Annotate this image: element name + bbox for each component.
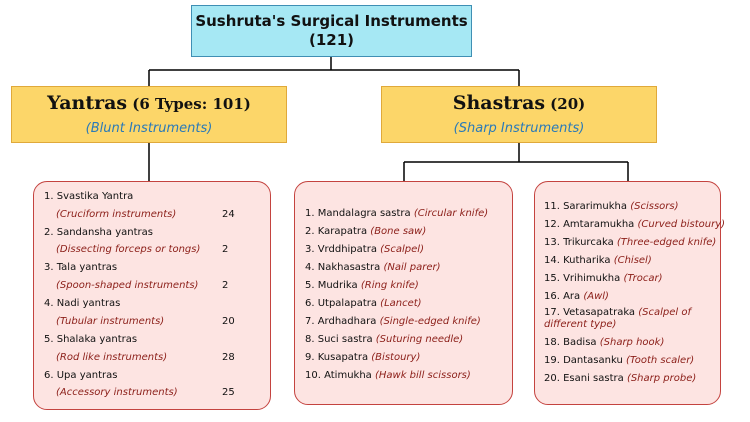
list-item: 11. Sararimukha (Scissors) [544, 201, 679, 212]
list-item-label: 13. Trikurcaka [544, 237, 614, 248]
shastras-name: Shastras [452, 92, 546, 114]
list-item: 20. Esani sastra (Sharp probe) [544, 373, 696, 384]
yantras-title: Yantras (6 Types: 101) [47, 93, 251, 115]
list-item-desc: (Curved bistoury) [637, 219, 726, 230]
yantras-suffix: (6 Types: 101) [132, 95, 251, 113]
list-item-desc: (Ring knife) [360, 280, 419, 291]
list-item-count: 25 [222, 387, 235, 398]
list-item-label: 16. Ara [544, 291, 581, 302]
list-item-desc: (Scalpel of different type) [544, 307, 692, 330]
list-item-label: 10. Atimukha [305, 370, 372, 381]
list-item: 17. Vetasapatraka (Scalpel of different … [544, 307, 709, 331]
list-item-desc: (Lancet) [380, 298, 422, 309]
root-title: Sushruta's Surgical Instruments [195, 12, 468, 30]
list-item-label: 3. Vrddhipatra [305, 244, 377, 255]
list-item-desc: (Bistoury) [371, 352, 421, 363]
root-count: (121) [308, 31, 355, 49]
list-item-desc: (Spoon-shaped instruments) [56, 280, 199, 291]
list-item: 10. Atimukha (Hawk bill scissors) [305, 370, 471, 381]
list-item: 4. Nakhasastra (Nail parer) [305, 262, 440, 273]
list-item-desc: (Trocar) [623, 273, 663, 284]
list-item-label: 4. Nakhasastra [305, 262, 381, 273]
list-item-label: 6. Utpalapatra [305, 298, 377, 309]
list-item-desc: (Accessory instruments) [56, 387, 178, 398]
list-item-label: 4. Nadi yantras [44, 298, 121, 309]
list-item-label: 6. Upa yantras [44, 370, 118, 381]
shastras-title: Shastras (20) [453, 93, 586, 115]
yantras-subtitle: (Blunt Instruments) [85, 121, 213, 136]
list-item-label: 2. Karapatra [305, 226, 368, 237]
root-node: Sushruta's Surgical Instruments (121) [191, 5, 472, 57]
list-item: 19. Dantasanku (Tooth scaler) [544, 355, 694, 366]
yantras-list-box [33, 181, 271, 410]
list-item-label: 15. Vrihimukha [544, 273, 621, 284]
list-item-desc: (Awl) [583, 291, 609, 302]
list-item-desc: (Nail parer) [383, 262, 441, 273]
list-item-label: 11. Sararimukha [544, 201, 628, 212]
list-item-label: 8. Suci sastra [305, 334, 373, 345]
yantras-node: Yantras (6 Types: 101) (Blunt Instrument… [11, 86, 287, 143]
list-item-desc: (Bone saw) [370, 226, 427, 237]
list-item-label: 19. Dantasanku [544, 355, 623, 366]
list-item-desc: (Sharp hook) [599, 337, 665, 348]
shastras-node: Shastras (20) (Sharp Instruments) [381, 86, 657, 143]
shastras-subtitle: (Sharp Instruments) [453, 121, 585, 136]
yantras-name: Yantras [47, 92, 128, 114]
list-item-label: 5. Shalaka yantras [44, 334, 138, 345]
list-item-count: 20 [222, 316, 235, 327]
list-item: 1. Mandalagra sastra (Circular knife) [305, 208, 488, 219]
list-item-label: 12. Amtaramukha [544, 219, 635, 230]
list-item-desc: (Three-edged knife) [616, 237, 717, 248]
list-item-label: 2. Sandansha yantras [44, 227, 153, 238]
list-item: 5. Mudrika (Ring knife) [305, 280, 419, 291]
list-item: 9. Kusapatra (Bistoury) [305, 352, 420, 363]
list-item: 15. Vrihimukha (Trocar) [544, 273, 663, 284]
list-item-label: 20. Esani sastra [544, 373, 624, 384]
list-item: 12. Amtaramukha (Curved bistoury) [544, 219, 725, 230]
list-item-label: 3. Tala yantras [44, 262, 118, 273]
list-item-label: 1. Svastika Yantra [44, 191, 134, 202]
list-item: 18. Badisa (Sharp hook) [544, 337, 664, 348]
list-item-desc: (Dissecting forceps or tongs) [56, 244, 201, 255]
list-item-count: 24 [222, 209, 235, 220]
list-item-desc: (Cruciform instruments) [56, 209, 177, 220]
list-item-desc: (Single-edged knife) [379, 316, 481, 327]
list-item-label: 14. Kutharika [544, 255, 611, 266]
list-item-count: 28 [222, 352, 235, 363]
list-item-count: 2 [222, 244, 229, 255]
list-item-count: 2 [222, 280, 229, 291]
list-item-label: 7. Ardhadhara [305, 316, 377, 327]
list-item-desc: (Chisel) [613, 255, 652, 266]
list-item-desc: (Tubular instruments) [56, 316, 165, 327]
list-item-label: 5. Mudrika [305, 280, 358, 291]
list-item: 14. Kutharika (Chisel) [544, 255, 652, 266]
list-item-desc: (Circular knife) [413, 208, 489, 219]
list-item-desc: (Hawk bill scissors) [374, 370, 471, 381]
list-item: 13. Trikurcaka (Three-edged knife) [544, 237, 716, 248]
list-item: 3. Vrddhipatra (Scalpel) [305, 244, 424, 255]
list-item: 2. Karapatra (Bone saw) [305, 226, 426, 237]
list-item-label: 1. Mandalagra sastra [305, 208, 411, 219]
list-item-desc: (Scalpel) [380, 244, 424, 255]
list-item: 16. Ara (Awl) [544, 291, 609, 302]
list-item-label: 9. Kusapatra [305, 352, 369, 363]
list-item-desc: (Rod like instruments) [56, 352, 168, 363]
list-item-desc: (Scissors) [630, 201, 679, 212]
list-item-label: 17. Vetasapatraka [544, 307, 636, 318]
list-item: 7. Ardhadhara (Single-edged knife) [305, 316, 481, 327]
list-item-desc: (Tooth scaler) [625, 355, 695, 366]
list-item-label: 18. Badisa [544, 337, 597, 348]
shastras-suffix: (20) [550, 95, 586, 113]
shastras-list-box-2 [534, 181, 721, 405]
list-item: 6. Utpalapatra (Lancet) [305, 298, 422, 309]
shastras-list-box-1 [294, 181, 513, 405]
list-item-desc: (Suturing needle) [375, 334, 464, 345]
list-item: 8. Suci sastra (Suturing needle) [305, 334, 463, 345]
list-item-desc: (Sharp probe) [626, 373, 697, 384]
